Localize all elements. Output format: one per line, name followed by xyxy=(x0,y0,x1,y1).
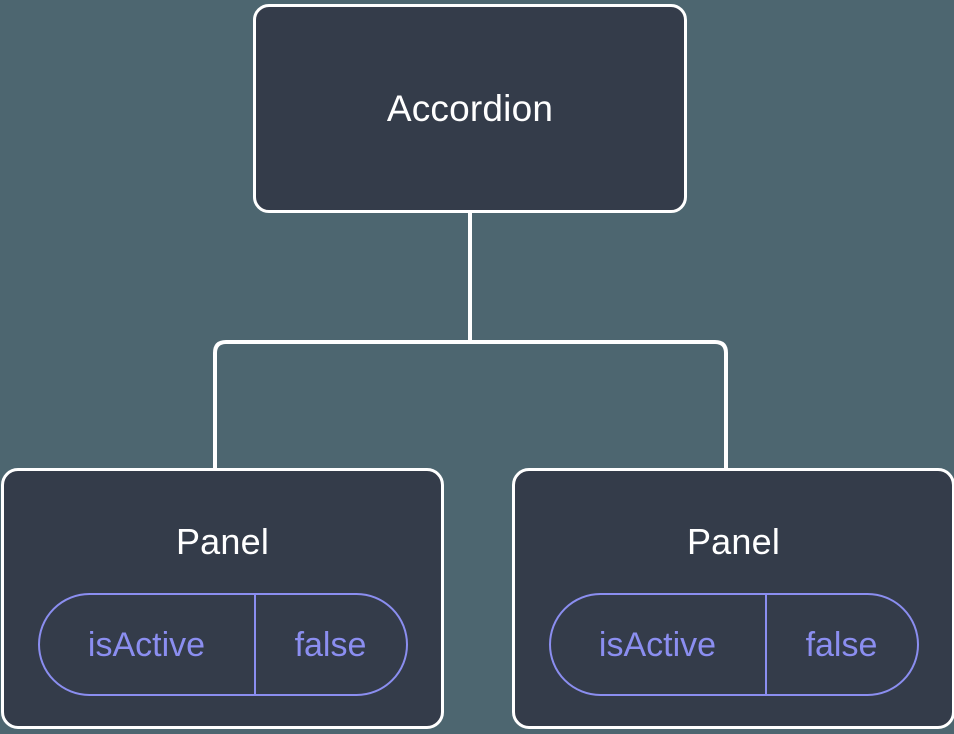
node-panel-1[interactable]: Panel isActive false xyxy=(1,468,444,729)
prop-badge-isactive[interactable]: isActive false xyxy=(37,593,408,696)
connector-bus-right xyxy=(470,340,728,470)
prop-value: false xyxy=(805,625,878,664)
node-title: Panel xyxy=(686,521,781,562)
node-title: Panel xyxy=(175,521,270,562)
connector-bus-left xyxy=(213,340,470,470)
node-panel-2[interactable]: Panel isActive false xyxy=(512,468,954,729)
node-title: Accordion xyxy=(386,88,554,129)
node-accordion[interactable]: Accordion xyxy=(253,4,687,213)
prop-badge-isactive[interactable]: isActive false xyxy=(548,593,919,696)
prop-key: isActive xyxy=(551,595,767,694)
prop-value: false xyxy=(294,625,367,664)
prop-key: isActive xyxy=(40,595,256,694)
